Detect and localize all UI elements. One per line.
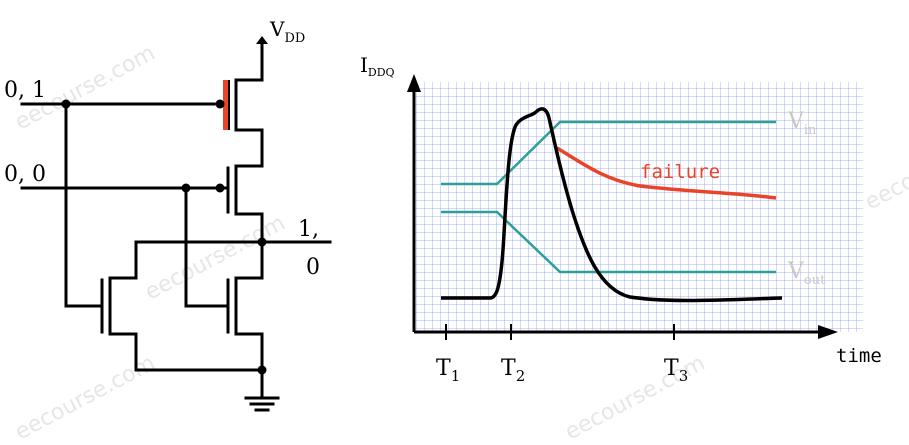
graph-axes (412, 90, 820, 334)
watermark-5: eecourse.com (861, 121, 909, 216)
tick-label-t3: T3 (664, 356, 688, 385)
vdd-label: VDD (269, 17, 305, 46)
output-top-label: 1, (298, 217, 319, 242)
input-a-label: 0, 1 (4, 78, 46, 103)
vout-label: Vout (787, 259, 826, 288)
pmos-fault-gate (223, 80, 229, 130)
output-bottom-label: 0 (306, 255, 320, 280)
x-ticks (445, 324, 675, 340)
failure-label: failure (640, 161, 720, 183)
y-axis-label: IDDQ (360, 53, 395, 79)
junction-dots (61, 99, 267, 375)
junction-dot (181, 183, 191, 193)
y-axis-arrow (407, 74, 421, 92)
x-axis-label: time (836, 345, 882, 367)
vdd-terminal (256, 36, 268, 44)
tick-label-t1: T1 (436, 356, 460, 385)
junction-dot (257, 365, 267, 375)
nand-circuit (20, 36, 332, 412)
watermark-4: eecourse.com (561, 351, 709, 445)
vout-curve (441, 210, 776, 274)
tick-label-t2: T2 (501, 356, 525, 385)
junction-dot (61, 99, 71, 109)
graph-grid (414, 82, 863, 332)
x-axis-arrow (818, 325, 838, 339)
junction-dot (215, 99, 225, 109)
vin-curve (441, 120, 776, 186)
vin-label: Vin (787, 109, 817, 138)
input-b-label: 0, 0 (4, 162, 46, 187)
watermark-2: eecourse.com (141, 211, 289, 306)
iddq-curve (441, 107, 783, 303)
failure-curve (556, 146, 777, 200)
junction-dot (257, 237, 267, 247)
junction-dot (215, 183, 225, 193)
